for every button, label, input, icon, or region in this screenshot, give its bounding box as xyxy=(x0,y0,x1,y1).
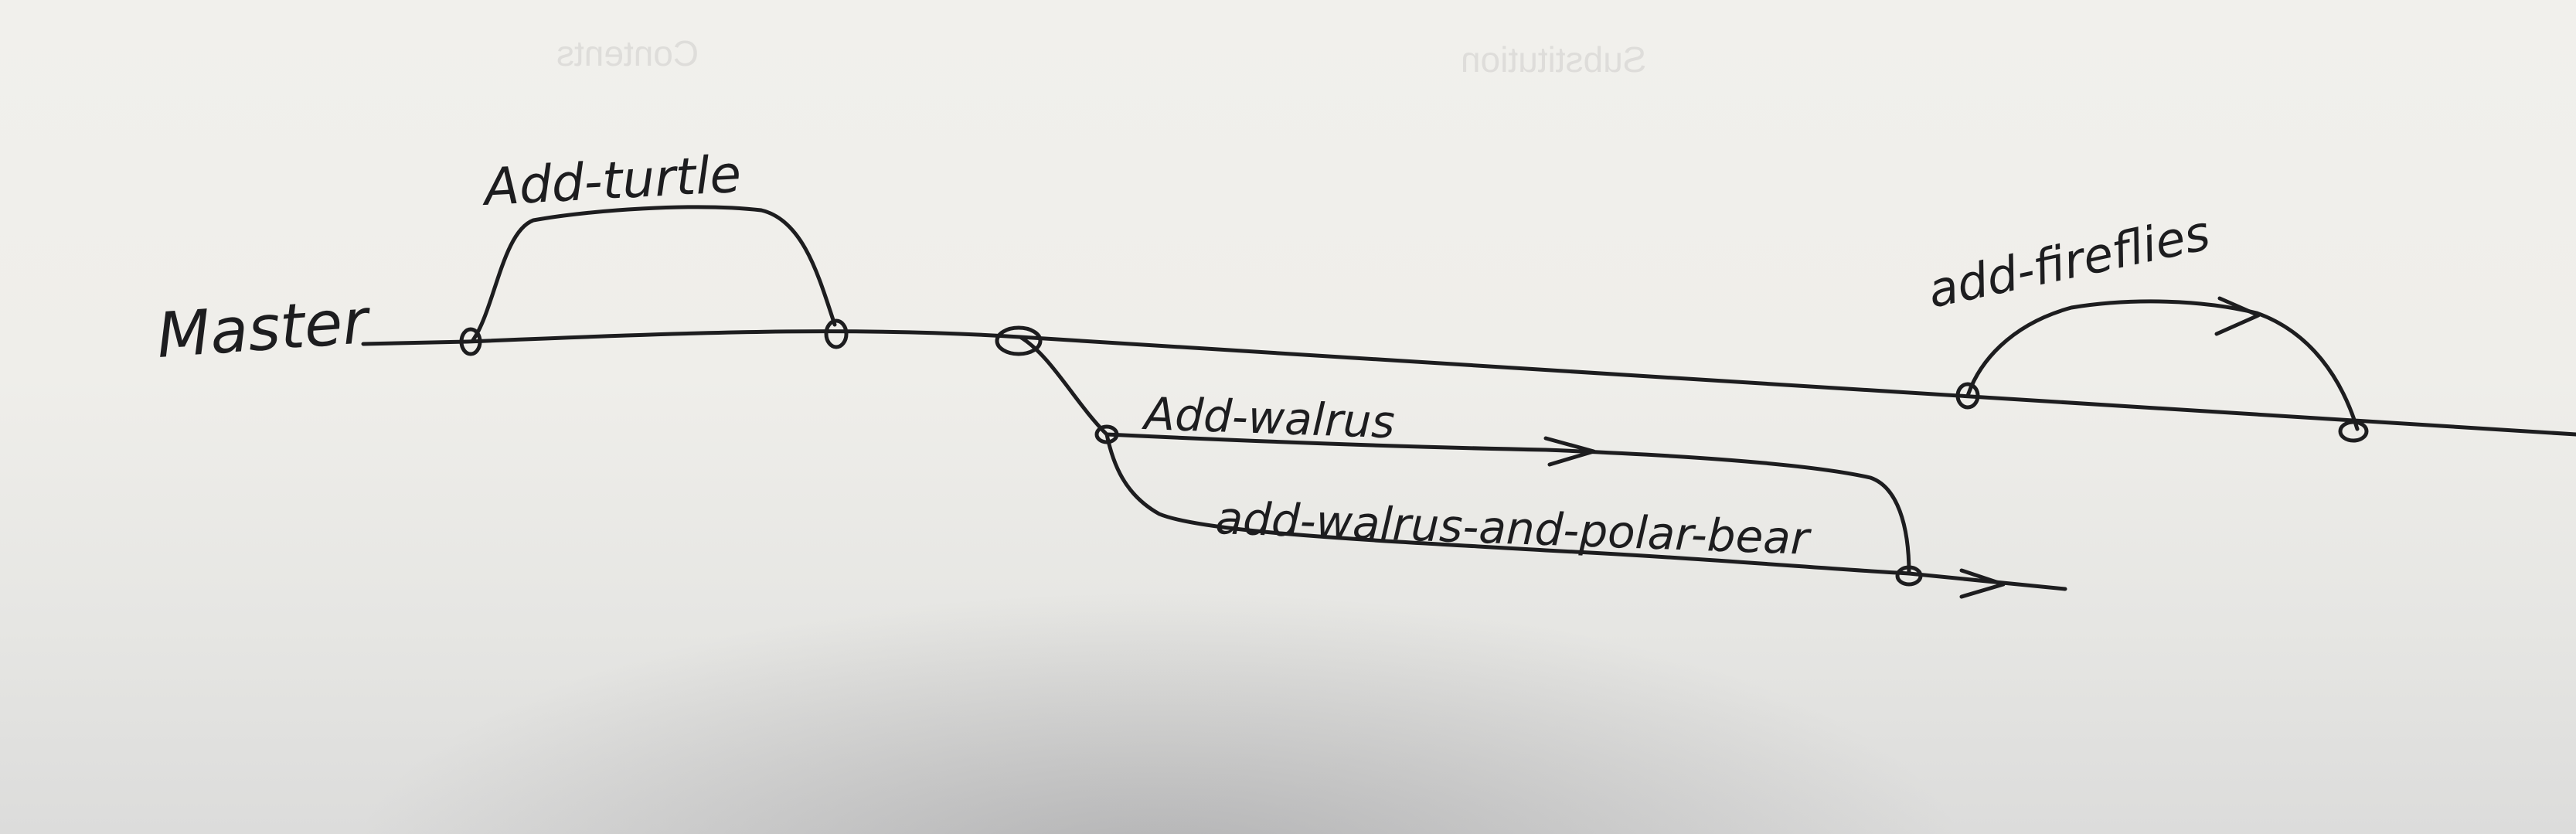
commit-node-turtle-merge xyxy=(824,318,849,349)
label-add-turtle: Add-turtle xyxy=(480,145,743,218)
commit-node-polar-bear-end xyxy=(1895,565,1923,587)
commit-node-fireflies-merge xyxy=(2338,420,2369,443)
label-master: Master xyxy=(155,285,374,372)
add-walrus-branch xyxy=(1018,335,1911,576)
add-fireflies-branch xyxy=(1965,299,2360,431)
commit-node-walrus-split xyxy=(1094,424,1119,444)
commit-node-walrus-fork xyxy=(995,325,1043,356)
add-walrus-arrowhead xyxy=(1543,436,1596,467)
commit-node-fireflies-start xyxy=(1955,382,1980,410)
add-walrus-and-polar-bear-arrowhead xyxy=(1959,568,2006,599)
label-add-walrus-and-polar-bear: add-walrus-and-polar-bear xyxy=(1215,492,1813,565)
add-turtle-branch xyxy=(471,205,837,342)
master-branch-line xyxy=(361,329,2576,437)
add-walrus-and-polar-bear-branch xyxy=(1104,432,2067,591)
add-fireflies-arrowhead xyxy=(2214,296,2261,336)
label-add-walrus: Add-walrus xyxy=(1141,387,1396,448)
commit-node-turtle-start xyxy=(459,327,482,356)
